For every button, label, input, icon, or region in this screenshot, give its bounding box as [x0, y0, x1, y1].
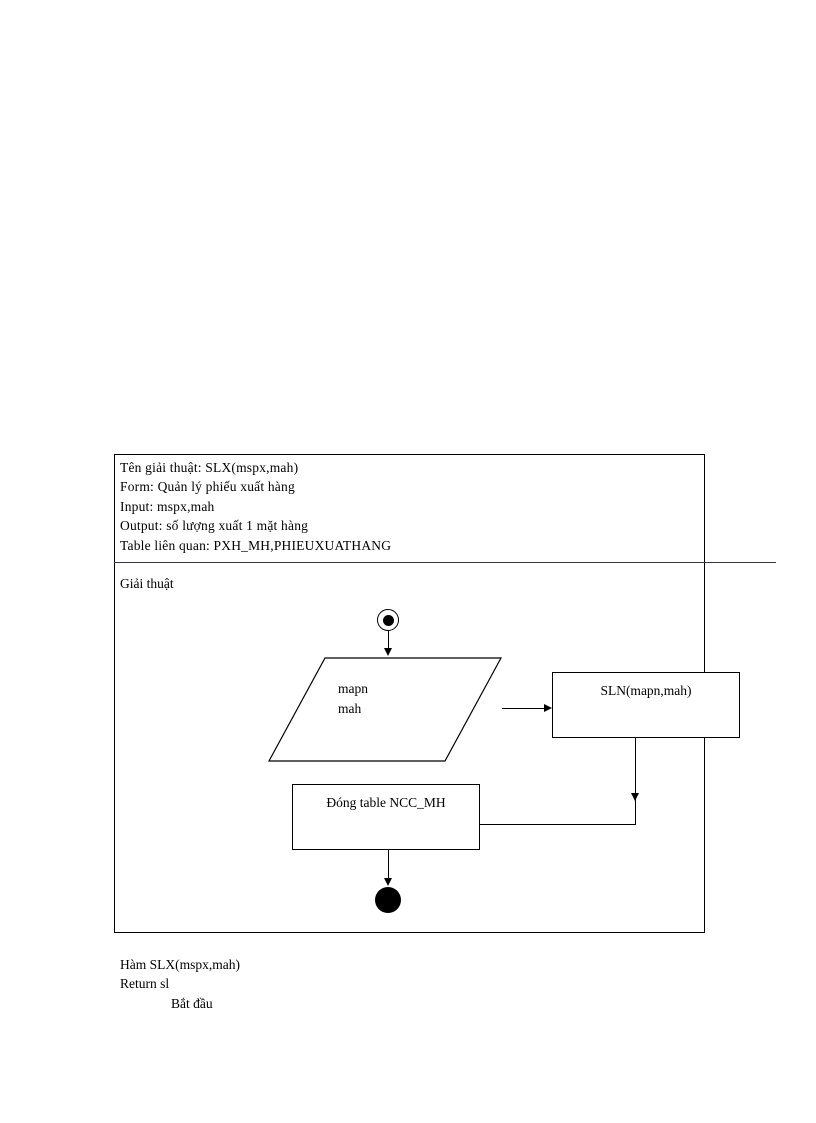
spec-line-name: Tên giải thuật: SLX(mspx,mah) — [120, 460, 299, 475]
connector-sln-to-dong — [479, 824, 636, 826]
io-node-text: mapn mah — [338, 679, 368, 719]
connector-sln-down — [635, 738, 637, 800]
end-node-icon — [375, 887, 401, 913]
start-node-icon — [377, 609, 399, 631]
connector-sln-down-tail — [635, 800, 637, 825]
spec-line-output: Output: số lượng xuất 1 mặt hàng — [120, 518, 309, 534]
io-node-line2: mah — [338, 701, 362, 716]
connector-io-to-sln — [469, 707, 545, 709]
arrowhead-io-to-sln — [544, 703, 552, 712]
arrowhead-start-to-io — [383, 648, 392, 656]
io-node-input: mapn mah — [268, 657, 502, 762]
process-node-sln-label: SLN(mapn,mah) — [600, 683, 692, 698]
io-node-line1: mapn — [338, 681, 368, 696]
specification-block: Tên giải thuật: SLX(mspx,mah) Form: Quản… — [120, 458, 700, 555]
spec-line-input: Input: mspx,mah — [120, 498, 215, 514]
arrowhead-dong-to-end — [383, 878, 392, 886]
connector-start-to-io — [387, 631, 389, 650]
footer-line-ham: Hàm SLX(mspx,mah) — [120, 957, 240, 972]
footer-code-block: Hàm SLX(mspx,mah) Return sl Bắt đầu — [120, 955, 240, 1013]
process-node-sln: SLN(mapn,mah) — [552, 672, 740, 738]
footer-line-return: Return sl — [120, 976, 170, 992]
connector-dong-to-end — [387, 850, 389, 883]
section-label-giai-thuat: Giải thuật — [120, 576, 174, 591]
spec-divider — [114, 562, 776, 563]
process-node-dong-table: Đóng table NCC_MH — [292, 784, 480, 850]
spec-line-form: Form: Quản lý phiếu xuất hàng — [120, 479, 295, 495]
spec-line-table: Table liên quan: PXH_MH,PHIEUXUATHANG — [120, 537, 392, 553]
process-node-dong-table-label: Đóng table NCC_MH — [326, 795, 446, 810]
footer-line-batdau: Bắt đầu — [171, 995, 213, 1011]
arrowhead-sln-down — [631, 793, 639, 801]
